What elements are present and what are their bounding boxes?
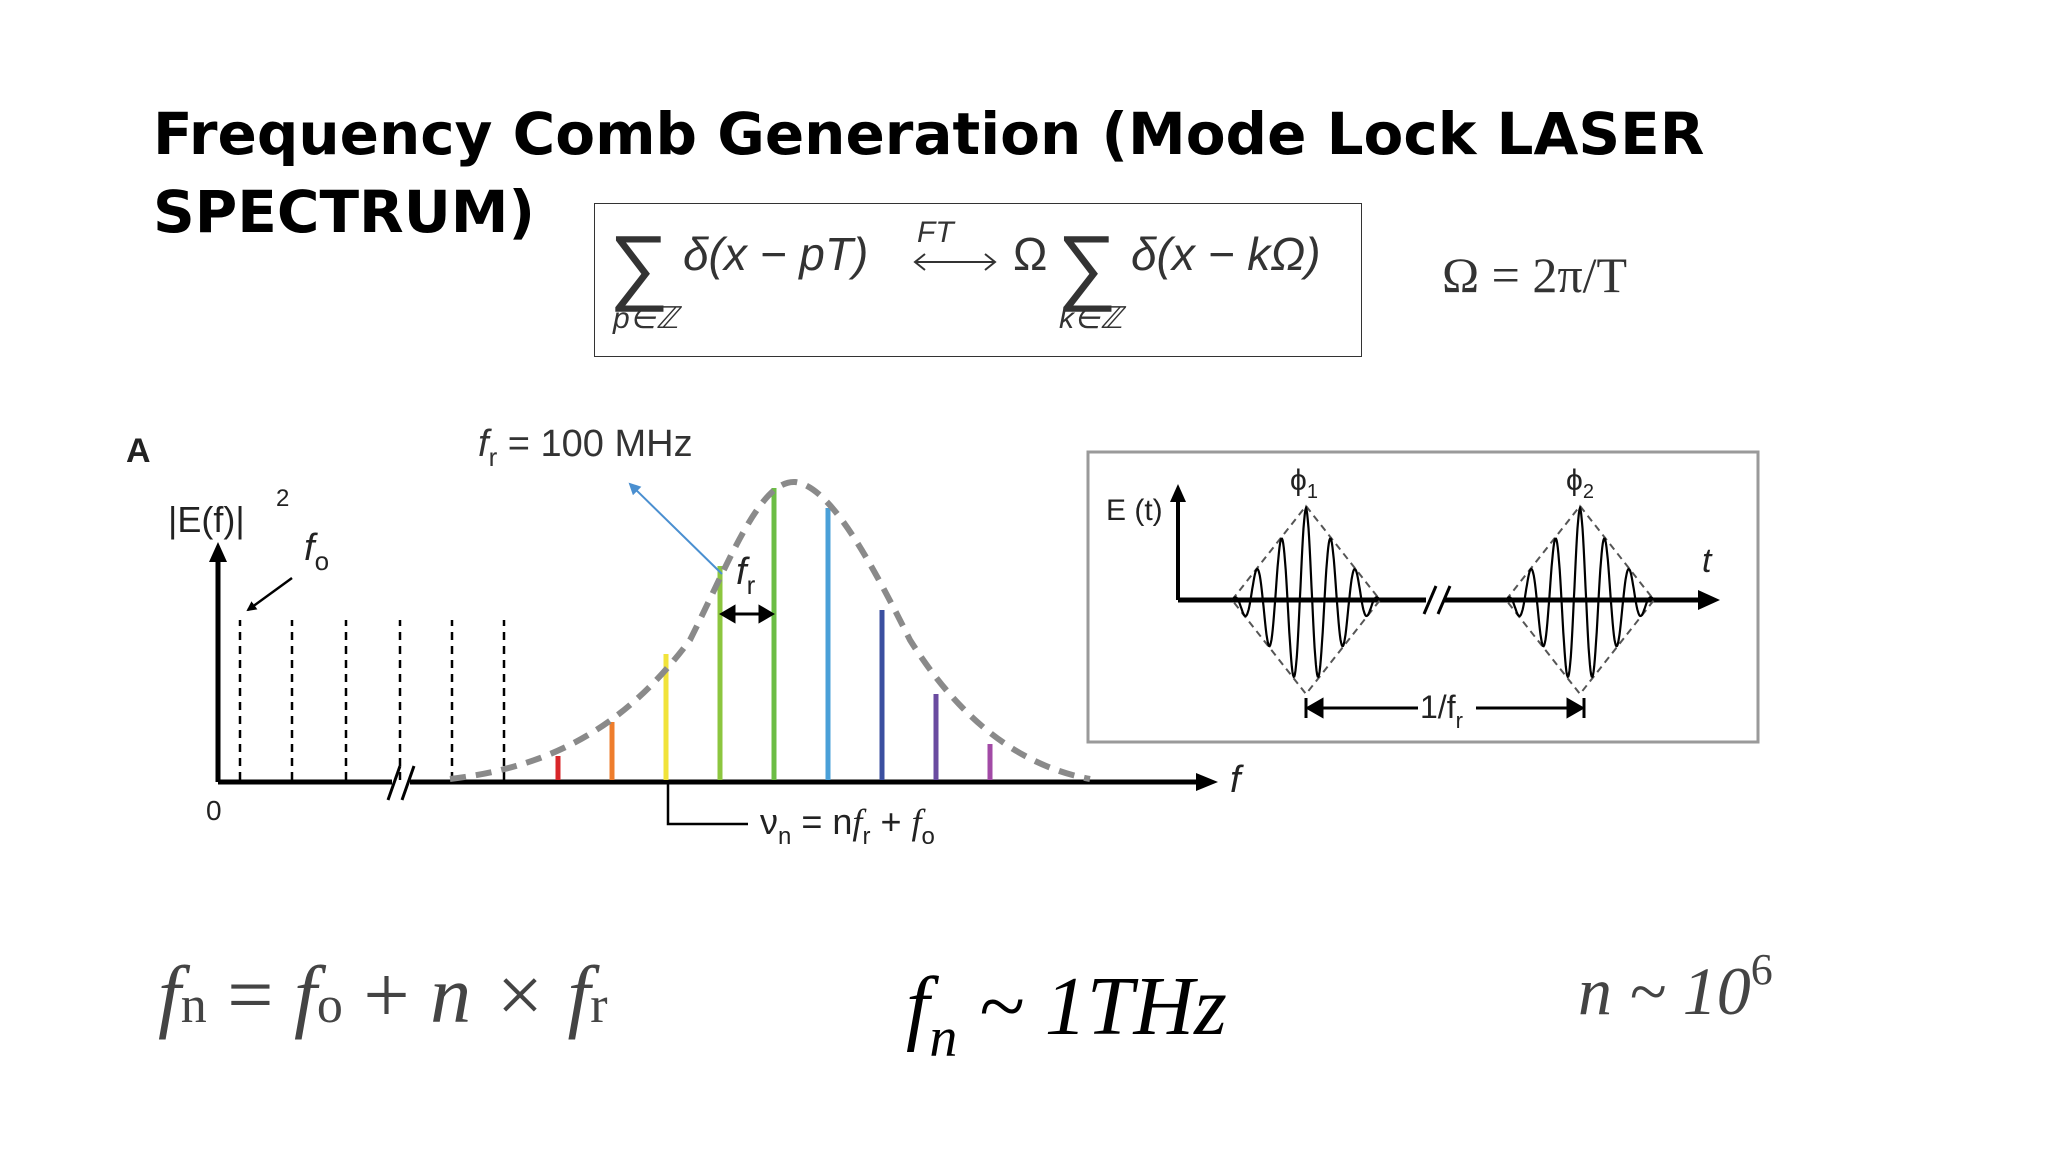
mode-number-equation: n ~ 106 [1578, 945, 1773, 1029]
pulse-2-waveform [1505, 504, 1655, 679]
delta-right: δ(x − kΩ) [1131, 228, 1321, 280]
fr-spacing-arrow [719, 604, 775, 624]
time-domain-inset: E (t) t ϕ1 ϕ2 1/fr [1086, 450, 1760, 744]
time-x-axis-arrowhead [1698, 590, 1720, 610]
phi2-label: ϕ2 [1566, 464, 1594, 503]
ft-double-arrow [913, 253, 997, 271]
fourier-formula-box: ∑ p∈ℤ δ(x − pT) FT Ω ∑ k∈ℤ δ(x − kΩ) [594, 203, 1362, 357]
period-arrow [1304, 697, 1586, 719]
ft-label: FT [917, 216, 956, 249]
y-axis-label: |E(f)| [168, 499, 245, 540]
time-x-axis-label: t [1702, 542, 1713, 580]
pulse-1-envelope [1230, 504, 1382, 696]
fr-annotation-arrow [628, 482, 723, 575]
panel-label: A [126, 432, 151, 470]
period-label: 1/fr [1420, 689, 1463, 733]
pulse-2-envelope [1504, 504, 1656, 696]
time-axis-break [1436, 585, 1452, 615]
f0-pointer-arrow [246, 576, 293, 612]
sum-right-symbol: ∑ [1057, 218, 1117, 312]
time-axis-break [1422, 585, 1438, 615]
mode-frequency-equation: fn = fo + n × fr [158, 949, 608, 1040]
gaussian-envelope [449, 478, 1091, 782]
fr-annotation: fr = 100 MHz [478, 423, 693, 472]
time-y-axis-label: E (t) [1106, 494, 1163, 527]
omega-factor: Ω [1013, 228, 1047, 280]
spectrum-x-axis [218, 765, 1218, 801]
omega-relation: Ω = 2π/T [1442, 247, 1628, 303]
x-axis-label: f [1230, 759, 1244, 801]
mode-formula-bracket [666, 782, 748, 826]
mode-formula: νn = nfr + fo [760, 801, 935, 850]
pulse-1-waveform [1231, 504, 1381, 679]
y-axis-exponent: 2 [276, 485, 289, 512]
time-y-axis-arrowhead [1170, 484, 1186, 502]
origin-label: 0 [206, 795, 222, 826]
sum-right-subscript: k∈ℤ [1059, 302, 1127, 335]
colored-comb-lines [555, 488, 993, 780]
delta-left: δ(x − pT) [683, 228, 868, 280]
spectrum-y-axis [209, 542, 227, 782]
f0-label: fo [304, 527, 329, 576]
phi1-label: ϕ1 [1290, 464, 1318, 503]
sum-left-subscript: p∈ℤ [612, 302, 683, 335]
fourier-formula: ∑ p∈ℤ δ(x − pT) FT Ω ∑ k∈ℤ δ(x − kΩ) [609, 216, 1321, 335]
fr-spacing-label: fr [736, 551, 756, 600]
sum-left-symbol: ∑ [609, 218, 669, 312]
terahertz-equation: fn ~ 1THz [906, 960, 1227, 1069]
slide-title: Frequency Comb Generation (Mode Lock LAS… [153, 100, 1705, 246]
time-domain-frame [1086, 450, 1760, 744]
dashed-comb-lines [238, 620, 506, 780]
